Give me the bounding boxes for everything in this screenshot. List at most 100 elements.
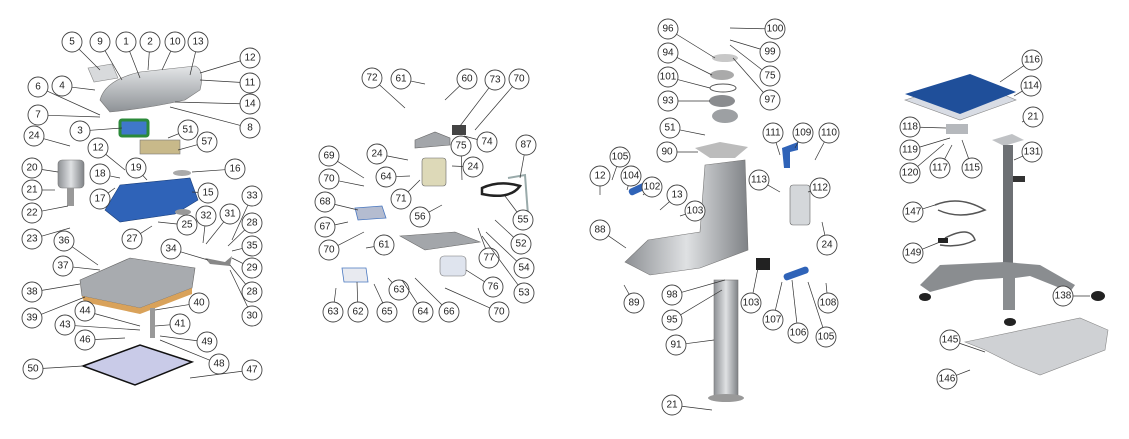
callout-circle (939, 329, 961, 351)
callout-circle (623, 292, 645, 314)
callout-circle (390, 188, 412, 210)
callout-13: 13 (187, 31, 209, 76)
callout-number: 7 (35, 110, 41, 121)
callout-number: 131 (1024, 147, 1041, 158)
callout-circle (1022, 106, 1044, 128)
callout-104: 104 (620, 165, 642, 191)
callout-24: 24 (816, 221, 838, 256)
callout-number: 119 (902, 145, 918, 156)
callout-circle (1052, 285, 1074, 307)
callout-circle (314, 191, 336, 213)
base-plate (963, 317, 1109, 376)
callout-8: 8 (169, 106, 261, 139)
leader-line (199, 79, 241, 83)
callout-37: 37 (52, 255, 101, 277)
callout-number: 32 (200, 211, 212, 222)
callout-circle (438, 301, 460, 323)
piston-rod (67, 188, 74, 206)
callout-89: 89 (623, 284, 645, 314)
leader-line (961, 139, 969, 159)
leader-line (231, 248, 243, 252)
foot-center (1004, 318, 1016, 326)
callout-circle (456, 68, 478, 90)
switch-block (756, 258, 770, 270)
callout-circle (815, 326, 837, 348)
callout-circle (657, 18, 679, 40)
leader-line (519, 154, 525, 179)
callout-number: 20 (26, 163, 38, 174)
valve-body (452, 125, 466, 135)
leader-line (199, 60, 241, 74)
callout-23: 23 (21, 227, 71, 250)
callout-number: 102 (644, 182, 661, 193)
callout-67: 67 (314, 216, 349, 238)
leader-line (807, 281, 824, 328)
callout-54: 54 (485, 231, 535, 279)
callout-number: 70 (323, 245, 335, 256)
callout-circle (899, 139, 921, 161)
callout-number: 73 (489, 75, 501, 86)
callout-number: 107 (765, 315, 782, 326)
callout-circle (510, 233, 532, 255)
callout-circle (22, 358, 44, 380)
leader-line (944, 144, 953, 160)
arm-column-parts (624, 54, 811, 402)
bearing-upper (709, 95, 735, 107)
callout-number: 103 (743, 298, 760, 309)
callout-number: 5 (69, 37, 75, 48)
callout-18: 18 (89, 163, 121, 185)
callout-6: 6 (27, 76, 101, 116)
leader-line (679, 213, 686, 217)
foot-switch (938, 238, 948, 243)
callout-88: 88 (589, 219, 627, 249)
leader-line (681, 279, 726, 293)
callout-3: 3 (69, 120, 123, 142)
callout-circle (361, 67, 383, 89)
callout-number: 24 (821, 240, 833, 251)
leader-line (379, 84, 406, 109)
callout-number: 149 (905, 248, 922, 259)
leader-line (105, 154, 126, 171)
callout-number: 50 (27, 364, 39, 375)
callout-circle (314, 216, 336, 238)
callout-number: 90 (661, 147, 673, 158)
callout-118: 118 (899, 116, 947, 138)
callout-49: 49 (159, 331, 218, 353)
leader-line (94, 313, 141, 327)
leader-line (1013, 90, 1023, 97)
callout-71: 71 (390, 179, 421, 210)
callout-number: 19 (130, 163, 142, 174)
callout-number: 109 (795, 128, 812, 139)
leader-line (227, 229, 246, 247)
callout-circle (188, 292, 210, 314)
callout-50: 50 (22, 358, 84, 380)
callout-circle (74, 329, 96, 351)
callout-circle (89, 163, 111, 185)
callout-57: 57 (177, 131, 218, 153)
leader-line (681, 405, 713, 411)
leader-line (129, 51, 141, 79)
callout-number: 41 (174, 319, 186, 330)
platen-mount (946, 124, 968, 134)
callout-145: 145 (939, 329, 986, 353)
callout-number: 8 (247, 123, 253, 134)
regulator-bracket (782, 142, 798, 168)
leader-line (459, 87, 490, 127)
callout-circle (197, 182, 219, 204)
mounting-plate (398, 231, 482, 251)
callout-number: 146 (939, 374, 956, 385)
callout-circle (961, 157, 983, 179)
leader-line (140, 225, 153, 234)
leader-line (154, 324, 171, 327)
callout-75: 75 (450, 135, 472, 181)
callout-1: 1 (115, 31, 141, 79)
leader-line (229, 269, 249, 308)
callout-70: 70 (444, 287, 510, 323)
callout-94: 94 (657, 42, 713, 76)
callout-25: 25 (157, 214, 198, 236)
callout-96: 96 (657, 18, 716, 59)
callout-131: 131 (1013, 141, 1043, 163)
callout-circle (759, 41, 781, 63)
callout-105: 105 (807, 281, 837, 348)
callout-number: 31 (224, 209, 236, 220)
